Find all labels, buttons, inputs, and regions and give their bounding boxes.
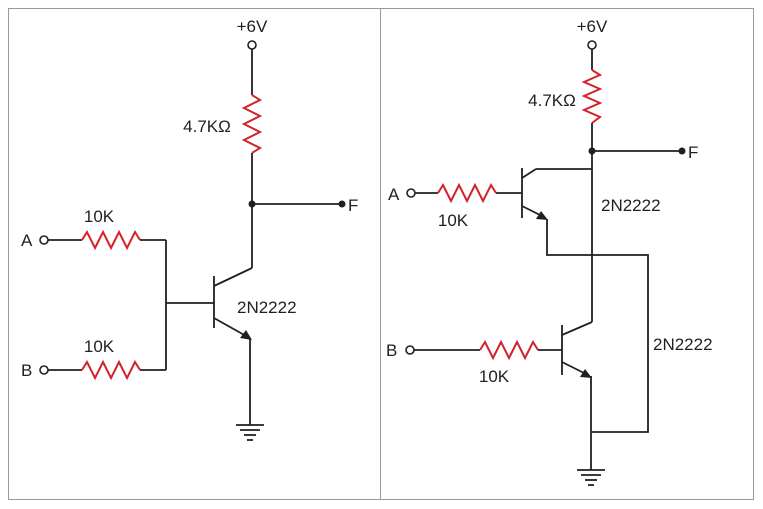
left-output-label: F: [348, 196, 358, 215]
left-resistor-a-label: 10K: [84, 207, 115, 226]
left-output-terminal: [338, 200, 346, 208]
left-resistor-b-label: 10K: [84, 337, 115, 356]
right-panel-frame: [380, 8, 754, 500]
right-bottom-transistor-emitter: [561, 361, 587, 375]
left-input-a-label: A: [21, 231, 33, 250]
right-supply-terminal: [587, 40, 597, 50]
left-panel-frame: [8, 8, 381, 500]
left-supply-label: +6V: [237, 17, 268, 36]
left-transistor-emitter: [213, 317, 247, 337]
right-input-b-label: B: [386, 341, 397, 360]
right-top-transistor-emitter: [521, 205, 543, 217]
right-resistor-b: [479, 339, 539, 361]
right-bottom-emitter-arrow-icon: [580, 369, 592, 378]
right-resistor-a: [437, 182, 497, 204]
right-input-b-terminal: [405, 345, 415, 355]
right-input-a-terminal: [406, 188, 416, 198]
left-resistor-a: [81, 229, 141, 251]
left-collector-resistor-label: 4.7KΩ: [183, 117, 231, 136]
left-emitter-arrow-icon: [240, 330, 252, 340]
left-transistor-label: 2N2222: [237, 298, 297, 317]
left-input-b-terminal: [39, 365, 49, 375]
right-top-transistor-label: 2N2222: [601, 196, 661, 215]
left-input-b-label: B: [21, 361, 32, 380]
left-circuit: +6V 4.7KΩ F 2N2222 A 10K: [21, 17, 358, 441]
right-output-label: F: [688, 143, 698, 162]
right-top-transistor-collector: [521, 168, 537, 179]
right-supply-label: +6V: [577, 17, 608, 36]
right-circuit: +6V 4.7KΩ F 2N2222 A 10K 2N2222: [386, 17, 713, 486]
right-ground-icon: [577, 469, 605, 486]
right-collector-resistor-label: 4.7KΩ: [528, 91, 576, 110]
right-bottom-transistor-collector: [561, 321, 593, 336]
left-supply-terminal: [247, 40, 257, 50]
left-collector-resistor: [241, 94, 263, 154]
right-output-terminal: [678, 147, 686, 155]
left-resistor-b: [81, 359, 141, 381]
left-input-a-terminal: [39, 235, 49, 245]
right-collector-resistor: [581, 69, 603, 124]
right-input-a-label: A: [388, 185, 400, 204]
right-resistor-b-label: 10K: [479, 367, 510, 386]
left-transistor-collector: [213, 267, 253, 287]
right-resistor-a-label: 10K: [438, 211, 469, 230]
right-top-emitter-arrow-icon: [536, 211, 548, 220]
right-bottom-transistor-label: 2N2222: [653, 335, 713, 354]
right-emitter-link-wire: [546, 219, 649, 433]
left-ground-icon: [236, 424, 264, 441]
